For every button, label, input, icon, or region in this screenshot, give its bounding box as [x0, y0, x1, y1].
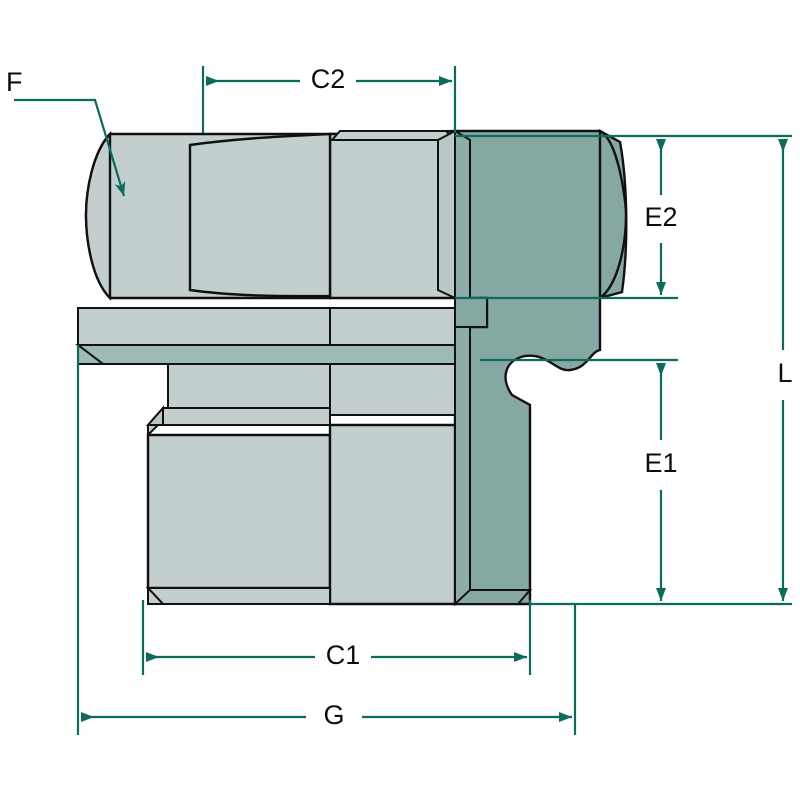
- shoulder-chamfer-strip: [75, 344, 456, 365]
- dimension-layer: [14, 66, 792, 735]
- dimension-label-g: G: [323, 700, 344, 730]
- hex-mid-right-chamfer: [437, 129, 456, 300]
- dimension-E2: [455, 134, 792, 300]
- barrel-bottom-left-chamfer: [147, 585, 166, 605]
- dimension-E1: [480, 358, 792, 606]
- label-layer: C2 C1 G E2 E1 L F: [6, 64, 793, 730]
- hex-head-dome-right: [598, 129, 628, 301]
- callout-label-f: F: [6, 67, 23, 97]
- hex-left-end-dome: [84, 130, 112, 301]
- leader-F: [14, 98, 126, 197]
- dimension-label-c1: C1: [326, 640, 361, 670]
- dimension-label-c2: C2: [311, 64, 346, 94]
- barrel-left-top-chamfer: [145, 405, 164, 426]
- shoulder-band-upper: [77, 307, 331, 346]
- dimension-C2: [201, 66, 457, 133]
- thread-barrel-upper-mid: [329, 363, 456, 416]
- barrel-main-body-mid: [328, 423, 457, 606]
- dimension-G: [76, 345, 577, 735]
- dimension-label-l: L: [777, 358, 792, 388]
- hex-mid-top-chamfer: [329, 130, 458, 141]
- dimension-label-e2: E2: [644, 202, 677, 232]
- part-geometry: [75, 129, 628, 607]
- shoulder-band-upper-mid: [329, 307, 456, 346]
- barrel-main-body: [146, 433, 332, 590]
- hex-head-left-chamfer: [454, 129, 471, 607]
- barrel-bottom-seam: [145, 587, 331, 605]
- recess-notch-corner: [454, 297, 488, 328]
- barrel-top-seam: [162, 407, 331, 426]
- dimension-label-e1: E1: [644, 448, 677, 478]
- dimension-C1: [141, 600, 532, 675]
- leader-line-f: [14, 98, 126, 197]
- hex-inner-curved-panel: [188, 132, 332, 298]
- hex-upper-mid-face: [328, 129, 457, 300]
